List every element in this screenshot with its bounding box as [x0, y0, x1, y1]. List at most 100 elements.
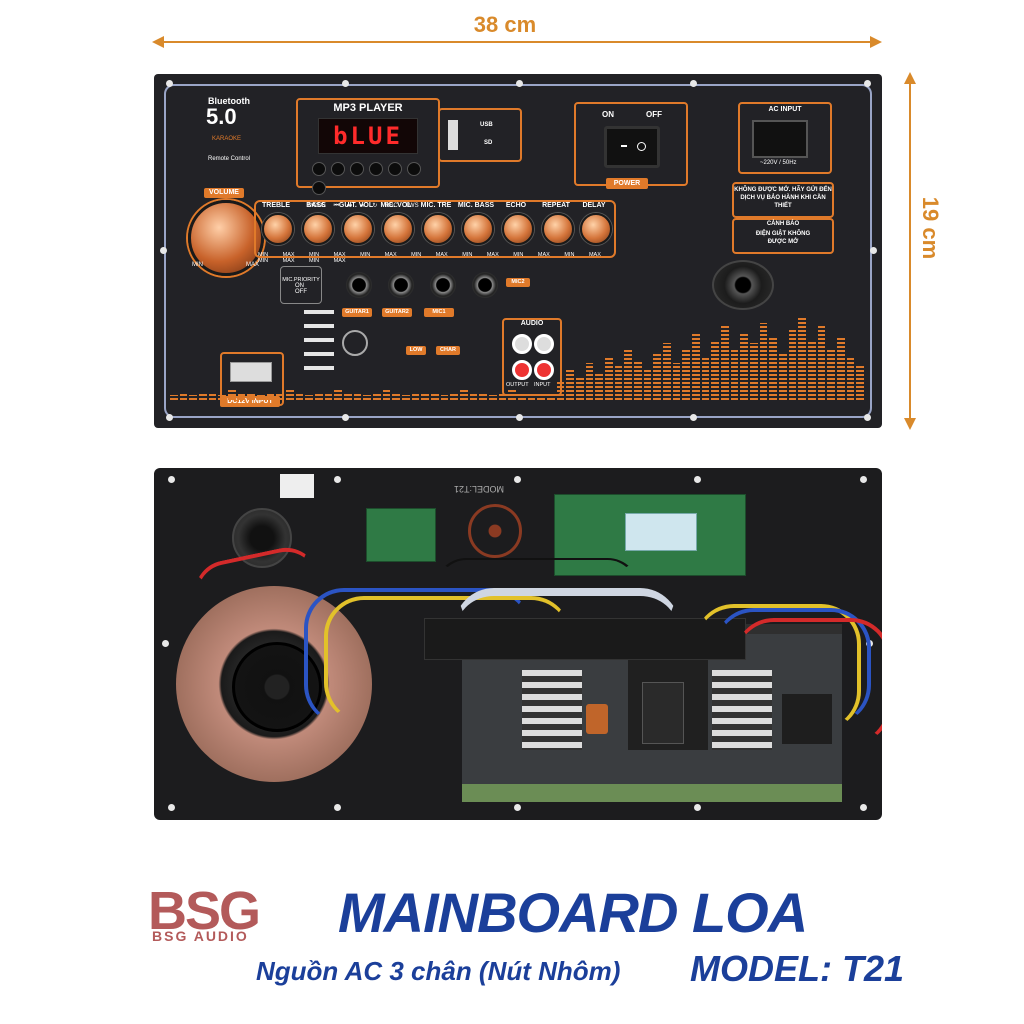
eq-bar	[489, 395, 497, 400]
mic-tre-knob[interactable]	[422, 213, 454, 245]
output-label: OUTPUT	[506, 382, 529, 388]
eq-bar	[556, 380, 565, 400]
ac-input-label: AC INPUT	[768, 106, 802, 113]
yellow-wire-right	[694, 604, 861, 731]
eq-bar	[614, 366, 623, 400]
knob-min-max-labels: MIN MAX MIN MAX MIN MAX MIN MAX MIN MAX …	[258, 252, 601, 264]
eq-bar	[856, 366, 864, 400]
eq-bar	[643, 370, 652, 400]
output-rca-left[interactable]	[512, 334, 532, 354]
output-rca-right[interactable]	[512, 360, 532, 380]
play-pause-button[interactable]	[369, 162, 383, 176]
eq-bar	[653, 353, 661, 400]
eq-bar	[624, 350, 632, 400]
volume-knob[interactable]	[188, 200, 264, 276]
eq-bar	[479, 392, 487, 400]
input-rca-right[interactable]	[534, 360, 554, 380]
red-wire-right	[734, 618, 882, 745]
eq-bar	[469, 393, 478, 400]
guitar1-jack[interactable]	[346, 272, 372, 298]
dc-input-module	[220, 352, 284, 406]
knob-strip	[254, 200, 616, 258]
input-rca-left[interactable]	[534, 334, 554, 354]
tws-button[interactable]	[312, 181, 326, 195]
caution-text: ĐIỆN GIẬT KHÔNG ĐƯỢC MỞ	[755, 231, 811, 245]
ac-socket[interactable]	[752, 120, 808, 158]
eq-bar	[286, 390, 294, 400]
eq-bar	[228, 390, 236, 400]
eq-bars-decoration	[170, 314, 866, 400]
mic-vol-knob[interactable]	[382, 213, 414, 245]
eq-bar	[402, 395, 410, 400]
guitar2-jack[interactable]	[388, 272, 414, 298]
eq-bar	[547, 392, 555, 400]
width-dimension-arrow	[152, 36, 882, 48]
blue-wire-right	[714, 608, 871, 725]
mp3-buttons	[312, 162, 438, 200]
prev-button[interactable]	[331, 162, 345, 176]
rec-button[interactable]	[407, 162, 421, 176]
brand-emblem-icon	[342, 330, 368, 356]
mic2-jack[interactable]	[472, 272, 498, 298]
eq-bar	[411, 393, 420, 400]
width-dimension-label: 38 cm	[473, 12, 537, 37]
volume-label: VOLUME	[204, 188, 244, 198]
eq-bar	[721, 326, 729, 400]
eq-bar	[692, 333, 700, 400]
mount-hole	[168, 476, 175, 483]
eq-bar	[817, 326, 826, 400]
usb-sd-module: USB SD	[438, 108, 522, 162]
eq-bar	[837, 336, 845, 400]
power-on-label: ON	[602, 110, 614, 119]
eq-bar	[305, 395, 313, 400]
repeat-button[interactable]	[388, 162, 402, 176]
mic1-jack[interactable]	[430, 272, 456, 298]
eq-bar	[179, 393, 188, 400]
eq-bar	[373, 392, 381, 400]
knob-label-bass: BASS	[306, 202, 326, 209]
usb-label: USB	[480, 122, 493, 128]
power-switch[interactable]	[604, 126, 660, 168]
delay-knob[interactable]	[580, 213, 612, 245]
remote-label: Remote Control	[208, 156, 251, 162]
repeat-knob[interactable]	[542, 213, 574, 245]
indicator-stripe	[304, 324, 334, 328]
mic-priority-off: OFF	[295, 289, 307, 295]
eq-bar	[295, 393, 304, 400]
audio-label: AUDIO	[520, 320, 544, 327]
bass-knob[interactable]	[302, 213, 334, 245]
echo-knob[interactable]	[502, 213, 534, 245]
indicator-stripe	[304, 310, 334, 314]
indicator-stripe	[304, 366, 334, 370]
eq-bar	[585, 363, 594, 400]
usb-port[interactable]	[448, 120, 458, 150]
mount-hole	[860, 476, 867, 483]
eq-bar	[701, 356, 710, 400]
eq-bar	[537, 395, 545, 400]
guit-vol-knob[interactable]	[342, 213, 374, 245]
indicator-stripe	[304, 352, 334, 356]
volume-min: MIN	[192, 262, 203, 268]
mount-hole	[864, 414, 871, 421]
eq-bar	[324, 393, 333, 400]
eq-bar	[344, 392, 352, 400]
mount-hole	[860, 804, 867, 811]
blue-wire	[304, 588, 531, 725]
brand-logo-subtitle: BSG AUDIO	[152, 928, 249, 944]
eq-bar	[711, 340, 719, 400]
speaker-jack[interactable]	[712, 260, 774, 310]
low-label: LOW	[406, 346, 426, 355]
eq-bar	[363, 395, 371, 400]
eq-bar	[237, 393, 246, 400]
eq-bar	[247, 392, 255, 400]
eq-bar	[218, 395, 226, 400]
treble-knob[interactable]	[262, 213, 294, 245]
eq-bar	[382, 390, 391, 400]
front-panel: Bluetooth 5.0 KARAOKE Remote Control MP3…	[154, 74, 882, 428]
next-button[interactable]	[350, 162, 364, 176]
mic-bass-knob[interactable]	[462, 213, 494, 245]
eq-bar	[779, 353, 787, 400]
sd-label: SD	[484, 140, 493, 146]
dc-terminal[interactable]	[230, 362, 272, 382]
mode-button[interactable]	[312, 162, 326, 176]
